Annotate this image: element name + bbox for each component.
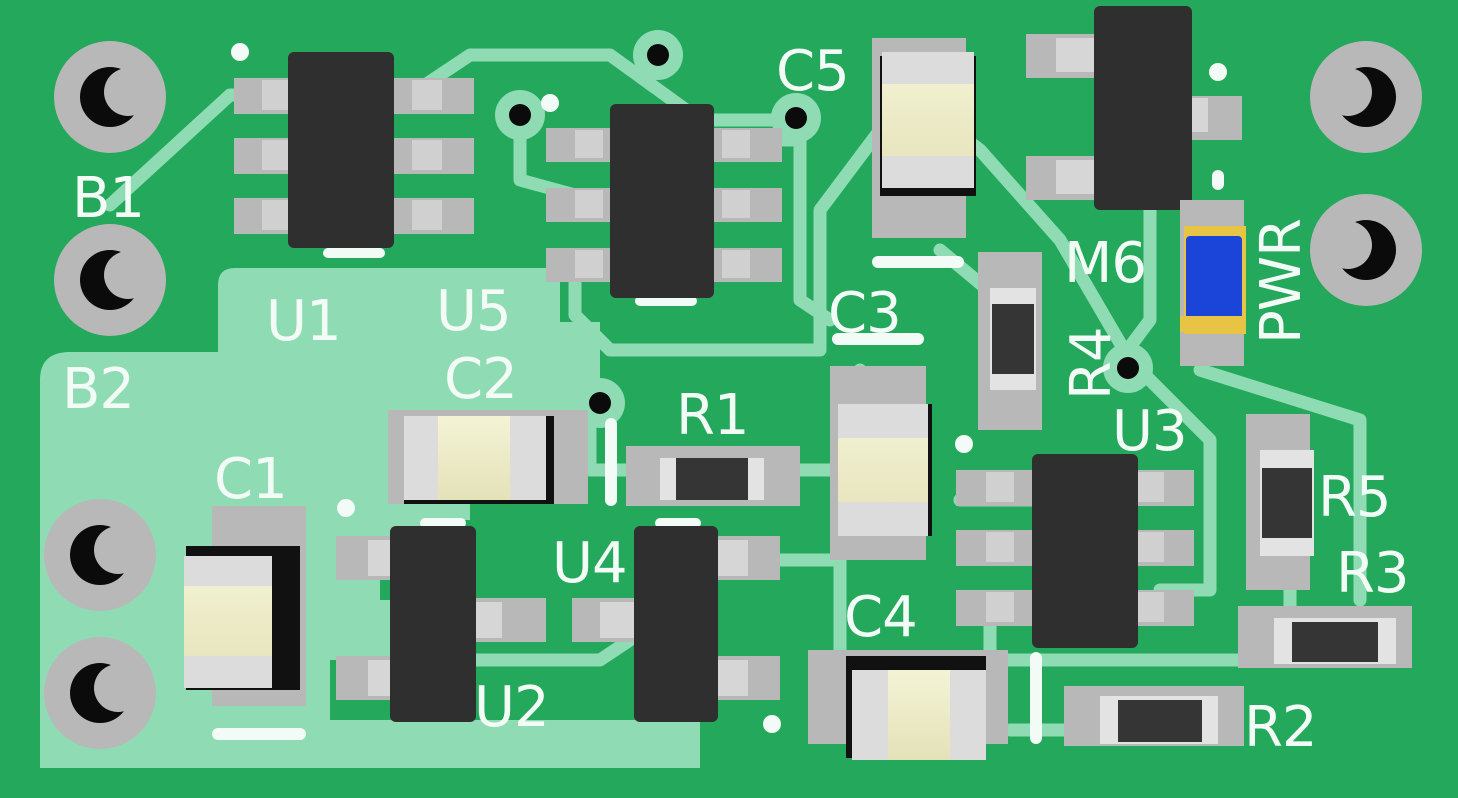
mounting-holes — [44, 41, 1422, 749]
label-r5: R5 — [1318, 465, 1391, 530]
label-r3: R3 — [1336, 541, 1409, 606]
c2-capacitor — [388, 410, 588, 504]
c1-capacitor — [184, 506, 306, 706]
label-r2: R2 — [1244, 695, 1317, 760]
label-c5: C5 — [776, 39, 849, 104]
c5-capacitor — [872, 38, 976, 238]
label-b1: B1 — [72, 166, 144, 231]
r2-resistor — [1064, 686, 1244, 746]
label-c4: C4 — [844, 585, 917, 650]
silkscreen-marks — [212, 43, 1227, 744]
u5-ic — [546, 104, 782, 298]
pwr-led — [1180, 200, 1246, 366]
r1-resistor — [626, 446, 800, 506]
label-u3: U3 — [1112, 399, 1187, 464]
plated-through-hole-icon — [44, 637, 156, 749]
r4-resistor — [978, 252, 1042, 430]
plated-through-hole-icon — [54, 41, 166, 153]
u4-transistor — [572, 526, 780, 722]
u3-ic — [956, 454, 1194, 648]
c4-capacitor — [808, 650, 1008, 760]
vias — [495, 30, 1153, 428]
label-u5: U5 — [436, 279, 511, 344]
plated-through-hole-icon — [44, 499, 156, 611]
via-icon — [1103, 343, 1153, 393]
label-m6: M6 — [1064, 231, 1146, 296]
label-r4: R4 — [1059, 327, 1124, 400]
c3-capacitor — [830, 366, 932, 560]
label-c1: C1 — [214, 447, 287, 512]
via-icon — [771, 93, 821, 143]
label-c3: C3 — [828, 281, 901, 346]
label-c2: C2 — [444, 347, 517, 412]
plated-through-hole-icon — [54, 224, 166, 336]
via-icon — [495, 90, 545, 140]
r3-resistor — [1238, 606, 1412, 668]
u2-transistor — [336, 526, 546, 722]
label-u4: U4 — [552, 531, 627, 596]
label-u1: U1 — [266, 289, 341, 354]
plated-through-hole-icon — [1310, 41, 1422, 153]
label-b2: B2 — [62, 357, 134, 422]
label-pwr: PWR — [1249, 219, 1314, 344]
m6-transistor — [1026, 6, 1242, 210]
label-u2: U2 — [474, 675, 549, 740]
via-icon — [633, 30, 683, 80]
r5-resistor — [1246, 414, 1314, 590]
silkscreen-labels: B1 B2 U1 U5 C5 M6 PWR R4 C3 C2 R1 U3 C1 … — [62, 39, 1410, 760]
label-r1: R1 — [676, 383, 749, 448]
plated-through-hole-icon — [1310, 194, 1422, 306]
u1-ic — [234, 52, 474, 248]
